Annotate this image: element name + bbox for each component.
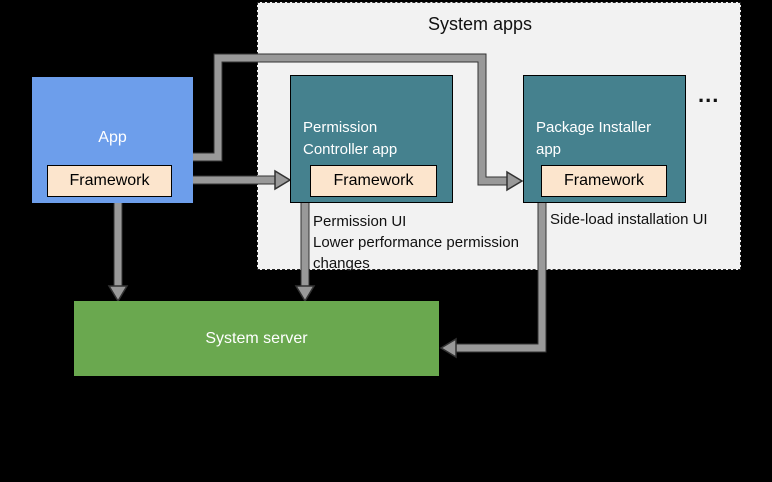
arrowhead-into-package-installer	[506, 170, 524, 192]
arrowhead-permission-controller-to-system-server	[294, 285, 316, 303]
system-apps-title: System apps	[427, 14, 533, 34]
app-framework-label: Framework	[69, 172, 150, 189]
permission-controller-label: Permission Controller app	[303, 119, 398, 158]
connector-permission-controller-to-system-server	[294, 200, 316, 303]
package-installer-framework-label: Framework	[563, 172, 644, 189]
app-framework-box: Framework	[47, 165, 172, 197]
permission-ui-note: Permission UI Lower performance permissi…	[313, 213, 519, 272]
arrowhead-app-to-system-server	[107, 285, 129, 303]
system-server-box: System server	[74, 301, 439, 376]
connector-app-to-system-server	[107, 197, 129, 303]
arrowhead-into-permission-controller	[274, 169, 292, 191]
system-server-label: System server	[205, 329, 308, 347]
arrowhead-into-system-server	[439, 337, 457, 359]
package-installer-framework-box: Framework	[541, 165, 667, 197]
connector-app-to-package-installer	[193, 53, 524, 192]
permission-controller-framework-label: Framework	[333, 172, 414, 189]
package-installer-label: Package Installer app	[536, 119, 652, 158]
permission-controller-framework-box: Framework	[310, 165, 437, 197]
more-apps-ellipsis: ...	[698, 82, 720, 107]
connector-package-installer-to-system-server	[439, 199, 547, 359]
app-label: App	[98, 129, 127, 146]
sideload-note: Side-load installation UI	[550, 211, 708, 228]
